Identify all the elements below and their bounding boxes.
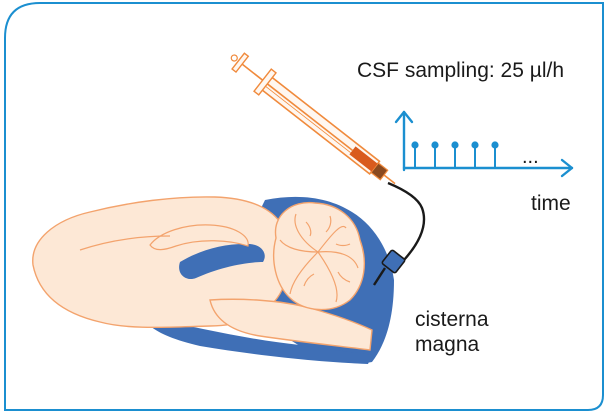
sample-dot-2 [431,141,438,148]
cisterna-magna-label: cisterna magna [415,307,489,357]
cisterna-label-line2: magna [415,332,489,357]
time-axis-label: time [531,193,571,214]
sample-timeline-arrow [396,112,572,176]
sample-dot-5 [491,141,498,148]
timeline-ellipsis: ... [522,147,539,167]
sample-dot-3 [451,141,458,148]
sample-ticks [411,141,498,168]
sample-dot-1 [411,141,418,148]
brain-sagittal-illustration [33,197,394,364]
sample-dot-4 [471,141,478,148]
cisterna-label-line1: cisterna [415,307,489,332]
sampling-rate-label: CSF sampling: 25 µl/h [357,60,564,81]
catheter-line [388,183,424,260]
cerebellum [274,203,365,310]
